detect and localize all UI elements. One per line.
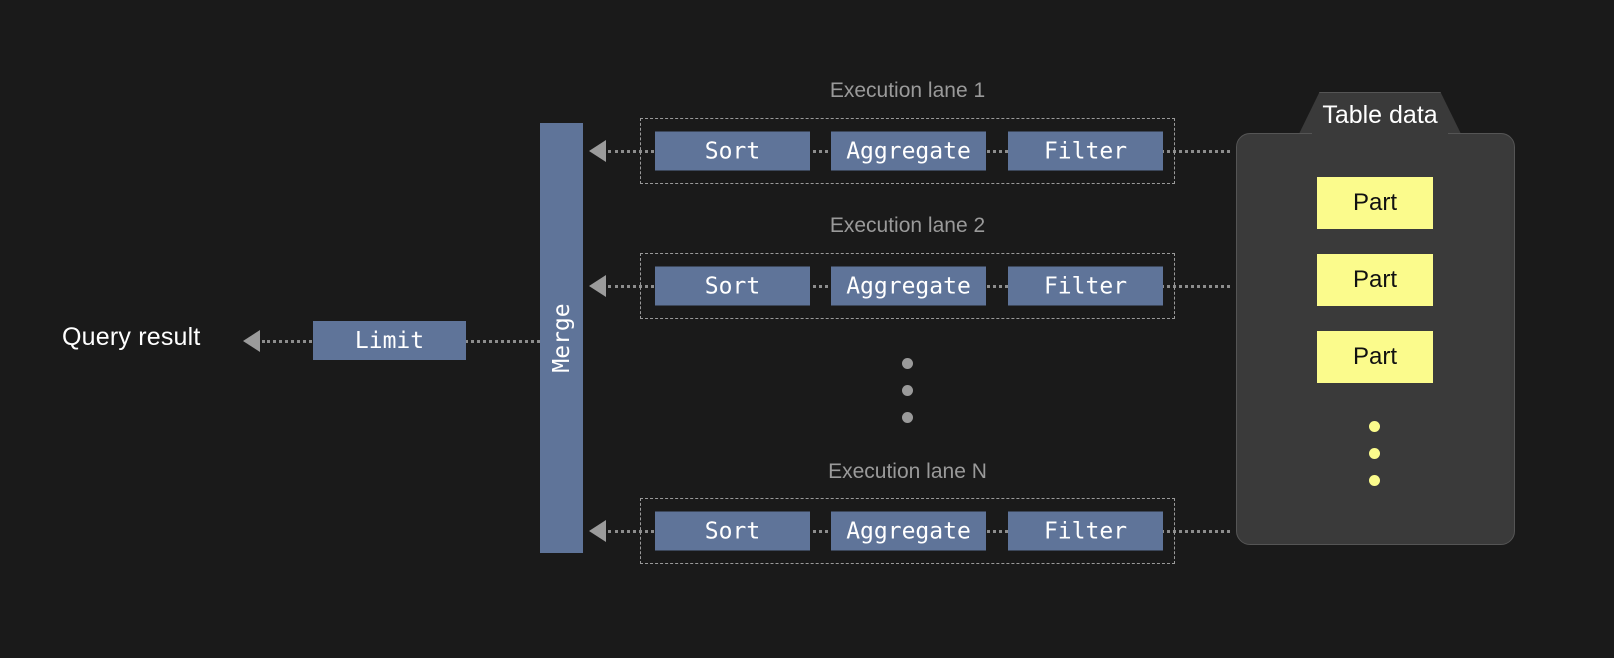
lane-box-1: Sort Aggregate Filter [640,118,1175,184]
lane-n-aggregate-box[interactable]: Aggregate [831,511,986,551]
lane-1-sort-box[interactable]: Sort [655,131,810,171]
ellipsis-dot [902,412,913,423]
table-data-tab-seam [1312,131,1448,137]
part-box[interactable]: Part [1317,254,1433,306]
ellipsis-dot [1369,448,1380,459]
lane-ellipsis [902,358,913,423]
lane-box-n: Sort Aggregate Filter [640,498,1175,564]
query-result-label: Query result [62,323,201,351]
lane-label-n: Execution lane N [828,460,987,483]
arrow-lane-2-to-merge-icon [589,275,606,297]
limit-operator-box[interactable]: Limit [313,321,466,360]
lane-n-filter-box[interactable]: Filter [1008,511,1163,551]
merge-bar[interactable]: Merge [540,123,583,553]
ellipsis-dot [1369,421,1380,432]
lane-label-2: Execution lane 2 [829,214,986,237]
lane-label-1: Execution lane 1 [829,79,986,102]
merge-label: Merge [548,303,575,373]
lane-1-aggregate-box[interactable]: Aggregate [831,131,986,171]
ellipsis-dot [902,385,913,396]
arrow-to-query-result-icon [243,330,260,352]
lane-1-filter-box[interactable]: Filter [1008,131,1163,171]
ellipsis-dot [1369,475,1380,486]
lane-2-aggregate-box[interactable]: Aggregate [831,266,986,306]
lane-box-2: Sort Aggregate Filter [640,253,1175,319]
lane-n-sort-box[interactable]: Sort [655,511,810,551]
arrow-lane-1-to-merge-icon [589,140,606,162]
lane-2-sort-box[interactable]: Sort [655,266,810,306]
arrow-lane-n-to-merge-icon [589,520,606,542]
table-data-title: Table data [1322,100,1438,129]
ellipsis-dot [902,358,913,369]
table-data-ellipsis [1369,421,1380,486]
part-box[interactable]: Part [1317,177,1433,229]
lane-2-filter-box[interactable]: Filter [1008,266,1163,306]
part-box[interactable]: Part [1317,331,1433,383]
